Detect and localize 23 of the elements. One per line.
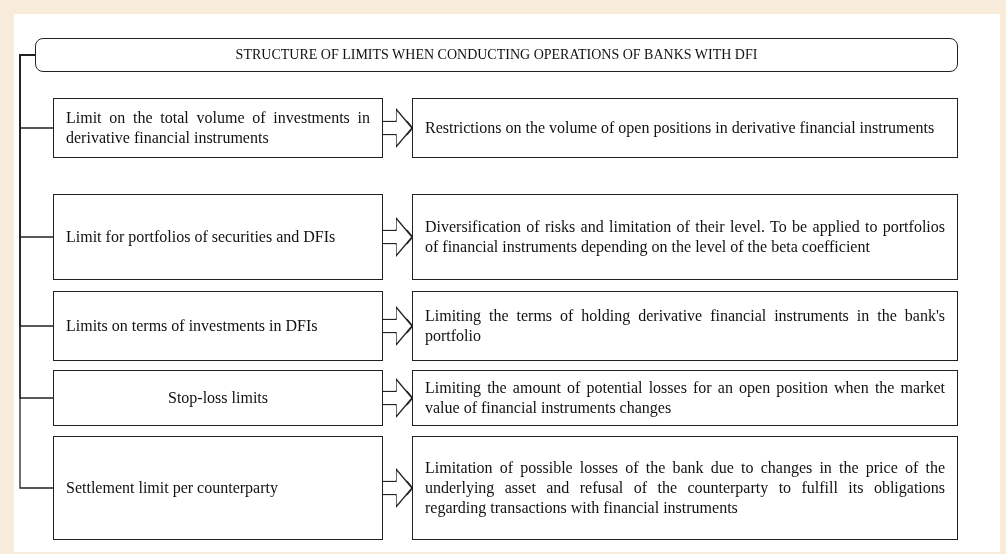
description-box	[412, 194, 958, 280]
limit-type-box	[53, 98, 383, 158]
description-box	[412, 291, 958, 361]
box-text: Diversification of risks and limitation of their level. To be applied to portfolios of financial instruments depending on the level of the beta coefficient	[425, 217, 945, 257]
limit-type-box	[53, 291, 383, 361]
limit-type-box	[53, 370, 383, 426]
title-box	[35, 38, 958, 72]
limit-type-box	[53, 194, 383, 280]
box-text: Limit for portfolios of securities and DFIs	[66, 227, 337, 247]
bracket-connector	[19, 54, 54, 489]
box-text: Limiting the terms of holding derivative financial instruments in the bank's portfolio	[425, 306, 945, 346]
limit-type-box	[53, 436, 383, 540]
box-text: Limitation of possible losses of the bank due to changes in the price of the underlying asset and refusal of the counterparty to fulfill its obligations regarding transactions with financial instruments	[425, 458, 945, 518]
box-text: Limit on the total volume of investments in derivative financial instruments	[66, 108, 370, 148]
description-box	[412, 370, 958, 426]
box-text: Settlement limit per counterparty	[66, 478, 279, 498]
title-text: STRUCTURE OF LIMITS WHEN CONDUCTING OPERATIONS OF BANKS WITH DFI	[234, 46, 759, 64]
box-text: Restrictions on the volume of open positions in derivative financial instruments	[425, 118, 936, 138]
box-text: Stop-loss limits	[167, 388, 269, 408]
description-box	[412, 436, 958, 540]
box-text: Limits on terms of investments in DFIs	[66, 316, 319, 336]
box-text: Limiting the amount of potential losses for an open position when the market value of financial instruments changes	[425, 378, 945, 418]
description-box	[412, 98, 958, 158]
